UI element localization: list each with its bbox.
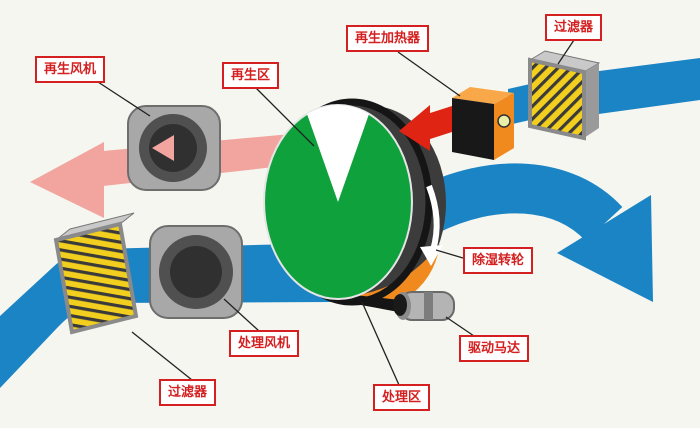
process-air-outlet-arrowhead (557, 195, 653, 302)
label-drive-motor: 驱动马达 (459, 335, 530, 362)
filter-bottom-panel (53, 221, 139, 335)
process-fan-inlet (170, 246, 222, 298)
leader-line (131, 331, 193, 381)
drive-motor-band (424, 292, 433, 320)
rotation-arrow-icon (426, 184, 440, 251)
leader-line (97, 81, 151, 117)
leader-line (397, 51, 461, 97)
label-process-zone: 处理区 (373, 384, 431, 411)
wheel-heated-zone (348, 244, 440, 304)
regen-air-inlet-duct (584, 58, 700, 116)
hot-air-arrowhead (399, 105, 430, 151)
leader-line (361, 301, 400, 386)
label-regen-fan: 再生风机 (35, 56, 106, 83)
label-dehumid-wheel: 除湿转轮 (463, 247, 534, 274)
leader-line (223, 298, 260, 332)
label-regen-zone: 再生区 (222, 62, 280, 89)
leader-line (557, 39, 575, 65)
label-filter-bottom: 过滤器 (159, 379, 217, 406)
hot-air-band (427, 106, 452, 140)
label-filter-top: 过滤器 (545, 14, 603, 41)
leader-line (435, 249, 464, 259)
regen-fan-flow-arrowhead (152, 135, 174, 161)
filter-top-side-face (584, 63, 599, 138)
heater-top-face (452, 87, 514, 104)
label-process-fan: 处理风机 (229, 330, 300, 357)
heater-front-face (452, 98, 494, 160)
wheel-regeneration-sector (307, 105, 369, 202)
drive-motor-pulley (393, 294, 407, 316)
process-air-outlet-band (412, 163, 623, 242)
filter-top-panel (528, 57, 586, 141)
heater-indicator (497, 114, 511, 128)
leader-line (255, 87, 315, 147)
label-regen-heater: 再生加热器 (346, 25, 430, 52)
leader-line (445, 316, 475, 337)
regen-exhaust-arrowhead (30, 142, 104, 218)
